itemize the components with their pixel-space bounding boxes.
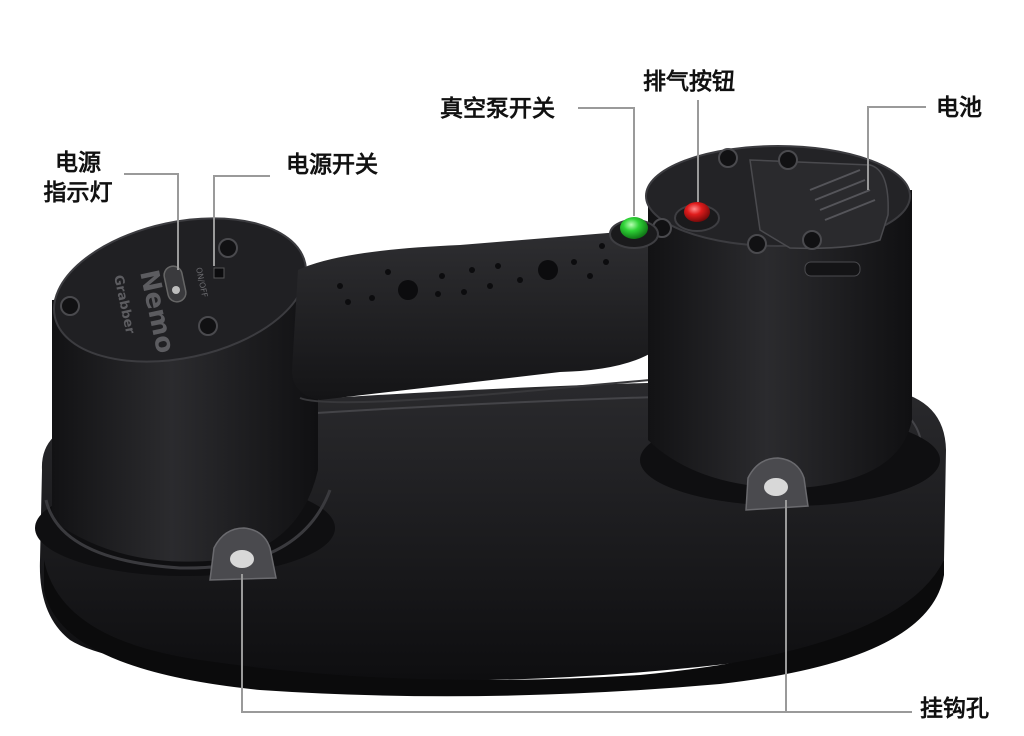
power-indicator-label-line2: 指示灯: [43, 180, 113, 206]
release-button[interactable]: [674, 202, 720, 232]
leader-lines: [124, 100, 926, 713]
grip-holes: [337, 243, 609, 305]
leader-power-indicator: [124, 173, 179, 270]
left-suction-head: [35, 217, 335, 576]
battery-pack: [749, 159, 889, 277]
leader-power-switch: [213, 175, 270, 266]
leader-vacuum-switch: [578, 107, 635, 216]
battery-label: 电池: [936, 95, 982, 121]
power-indicator-label-line1: 电源: [55, 150, 101, 176]
vacuum-pump-button[interactable]: [609, 217, 659, 249]
power-switch-assembly: [163, 265, 225, 303]
vacuum-pump-switch-label: 真空泵开关: [440, 96, 555, 122]
power-indicator-label: 电源 指示灯: [36, 148, 120, 208]
leader-battery: [867, 106, 926, 190]
power-switch-label: 电源开关: [286, 152, 378, 178]
leader-hook-hole: [241, 574, 912, 713]
hook-hole-left: [209, 527, 277, 581]
hook-hole-label: 挂钩孔: [920, 696, 989, 722]
release-button-label: 排气按钮: [643, 69, 735, 95]
handle: [292, 232, 668, 404]
hook-hole-right: [745, 457, 809, 511]
